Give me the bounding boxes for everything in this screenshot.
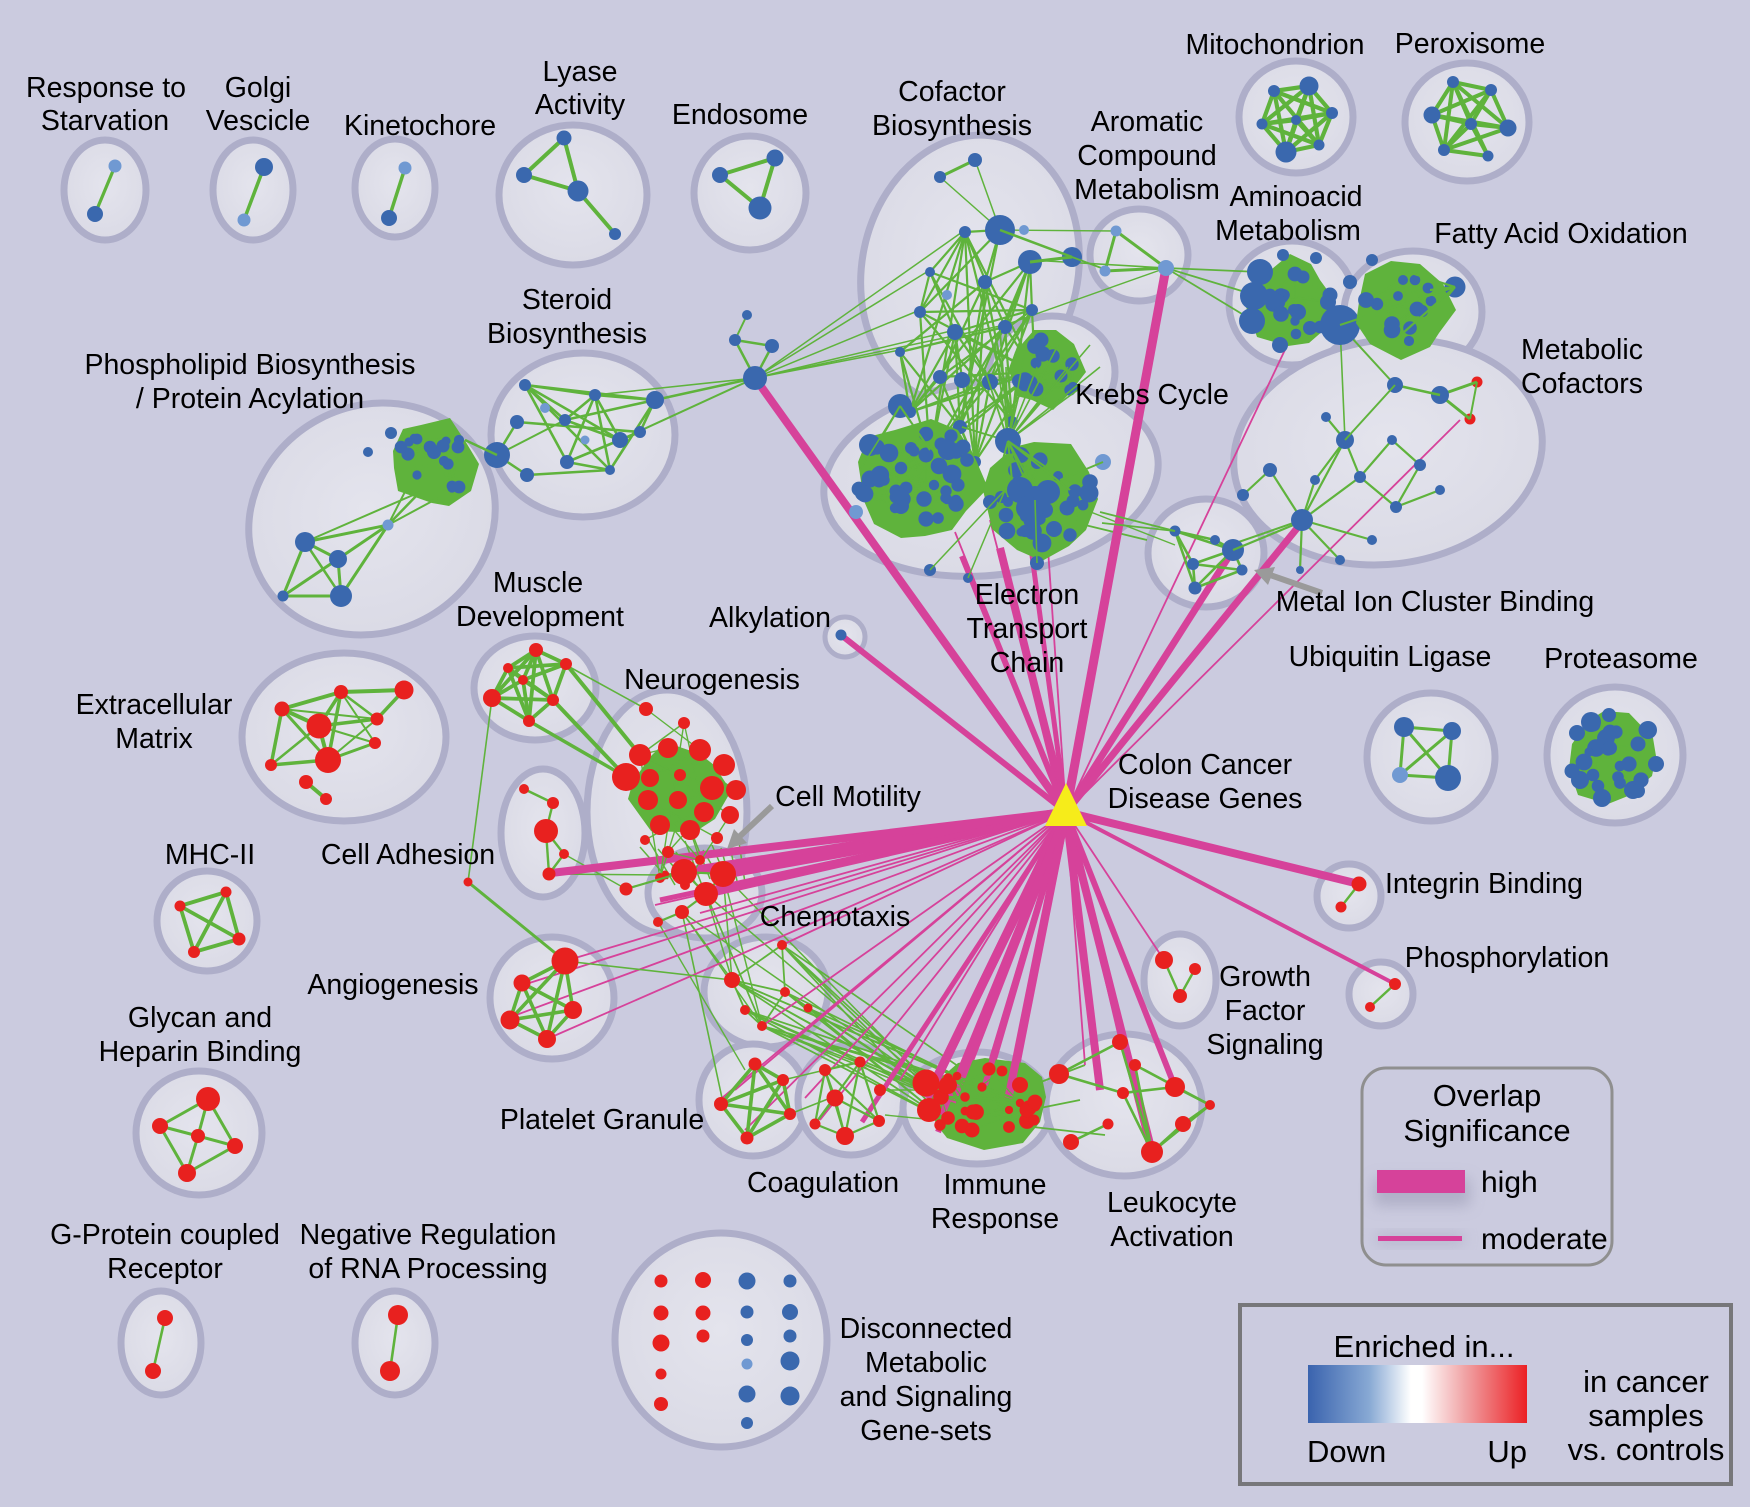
svg-text:Compound: Compound — [1077, 140, 1216, 172]
svg-text:Matrix: Matrix — [115, 723, 193, 755]
svg-text:Steroid: Steroid — [522, 284, 612, 316]
svg-text:Cell Motility: Cell Motility — [775, 781, 921, 813]
svg-text:and Signaling: and Signaling — [840, 1381, 1013, 1413]
svg-text:Integrin Binding: Integrin Binding — [1385, 868, 1583, 900]
svg-text:/ Protein Acylation: / Protein Acylation — [136, 383, 364, 415]
svg-text:Enriched in...: Enriched in... — [1334, 1329, 1515, 1364]
svg-text:Alkylation: Alkylation — [709, 602, 831, 634]
svg-text:Signaling: Signaling — [1206, 1029, 1323, 1061]
svg-text:Metabolic: Metabolic — [1521, 334, 1643, 366]
svg-text:Extracellular: Extracellular — [76, 689, 233, 721]
svg-text:of RNA Processing: of RNA Processing — [308, 1253, 547, 1285]
svg-text:Lyase: Lyase — [543, 56, 618, 88]
svg-text:Cell Adhesion: Cell Adhesion — [321, 839, 495, 871]
svg-text:Disconnected: Disconnected — [840, 1313, 1013, 1345]
svg-text:Biosynthesis: Biosynthesis — [872, 110, 1032, 142]
svg-text:Muscle: Muscle — [493, 567, 583, 599]
svg-text:Activity: Activity — [535, 89, 626, 121]
svg-text:Platelet Granule: Platelet Granule — [500, 1104, 704, 1136]
svg-text:Kinetochore: Kinetochore — [344, 110, 496, 142]
svg-text:Immune: Immune — [944, 1169, 1047, 1201]
svg-text:vs. controls: vs. controls — [1568, 1432, 1725, 1467]
svg-text:Overlap: Overlap — [1433, 1078, 1542, 1113]
svg-text:Heparin Binding: Heparin Binding — [99, 1036, 302, 1068]
svg-text:Aminoacid: Aminoacid — [1229, 181, 1362, 213]
svg-text:Angiogenesis: Angiogenesis — [307, 969, 478, 1001]
svg-text:Significance: Significance — [1403, 1113, 1570, 1148]
svg-text:Starvation: Starvation — [41, 105, 169, 137]
svg-text:Golgi: Golgi — [225, 72, 292, 104]
svg-text:Coagulation: Coagulation — [747, 1167, 899, 1199]
svg-text:Cofactor: Cofactor — [898, 76, 1006, 108]
svg-text:Neurogenesis: Neurogenesis — [624, 664, 800, 696]
svg-text:Metabolism: Metabolism — [1074, 174, 1220, 206]
svg-text:Response: Response — [931, 1203, 1059, 1235]
svg-text:MHC-II: MHC-II — [165, 839, 255, 871]
svg-text:Aromatic: Aromatic — [1091, 106, 1203, 138]
svg-text:Peroxisome: Peroxisome — [1395, 28, 1545, 60]
svg-text:Phospholipid Biosynthesis: Phospholipid Biosynthesis — [84, 349, 415, 381]
svg-text:high: high — [1481, 1166, 1538, 1199]
svg-text:Fatty Acid Oxidation: Fatty Acid Oxidation — [1434, 218, 1687, 250]
svg-text:Gene-sets: Gene-sets — [860, 1415, 991, 1447]
svg-text:Colon Cancer: Colon Cancer — [1118, 749, 1293, 781]
svg-text:Receptor: Receptor — [107, 1253, 223, 1285]
svg-text:Phosphorylation: Phosphorylation — [1405, 942, 1609, 974]
svg-text:Proteasome: Proteasome — [1544, 643, 1698, 675]
svg-text:Chemotaxis: Chemotaxis — [760, 901, 910, 933]
svg-text:Metabolic: Metabolic — [865, 1347, 987, 1379]
svg-text:Leukocyte: Leukocyte — [1107, 1187, 1237, 1219]
svg-text:Activation: Activation — [1110, 1221, 1234, 1253]
svg-text:Ubiquitin Ligase: Ubiquitin Ligase — [1289, 641, 1492, 673]
svg-text:Metabolism: Metabolism — [1215, 215, 1361, 247]
svg-text:Electron: Electron — [975, 579, 1080, 611]
svg-text:Metal Ion Cluster Binding: Metal Ion Cluster Binding — [1276, 586, 1594, 618]
svg-text:Vescicle: Vescicle — [206, 105, 311, 137]
svg-text:Response to: Response to — [26, 72, 186, 104]
svg-text:Krebs Cycle: Krebs Cycle — [1075, 379, 1229, 411]
svg-text:Chain: Chain — [990, 647, 1064, 679]
svg-text:in cancer: in cancer — [1583, 1364, 1709, 1399]
svg-text:Transport: Transport — [967, 613, 1088, 645]
svg-text:Development: Development — [456, 601, 624, 633]
svg-text:Up: Up — [1487, 1434, 1527, 1469]
svg-text:Down: Down — [1307, 1434, 1386, 1469]
svg-text:Disease Genes: Disease Genes — [1108, 783, 1303, 815]
svg-text:Glycan and: Glycan and — [128, 1002, 272, 1034]
svg-text:samples: samples — [1588, 1398, 1703, 1433]
svg-text:Endosome: Endosome — [672, 99, 808, 131]
svg-text:Factor: Factor — [1225, 995, 1306, 1027]
svg-text:moderate: moderate — [1481, 1223, 1608, 1256]
svg-text:Growth: Growth — [1219, 961, 1311, 993]
svg-text:Negative Regulation: Negative Regulation — [300, 1219, 557, 1251]
svg-text:Mitochondrion: Mitochondrion — [1185, 29, 1364, 61]
svg-text:Biosynthesis: Biosynthesis — [487, 318, 647, 350]
svg-text:G-Protein coupled: G-Protein coupled — [50, 1219, 280, 1251]
svg-text:Cofactors: Cofactors — [1521, 368, 1643, 400]
